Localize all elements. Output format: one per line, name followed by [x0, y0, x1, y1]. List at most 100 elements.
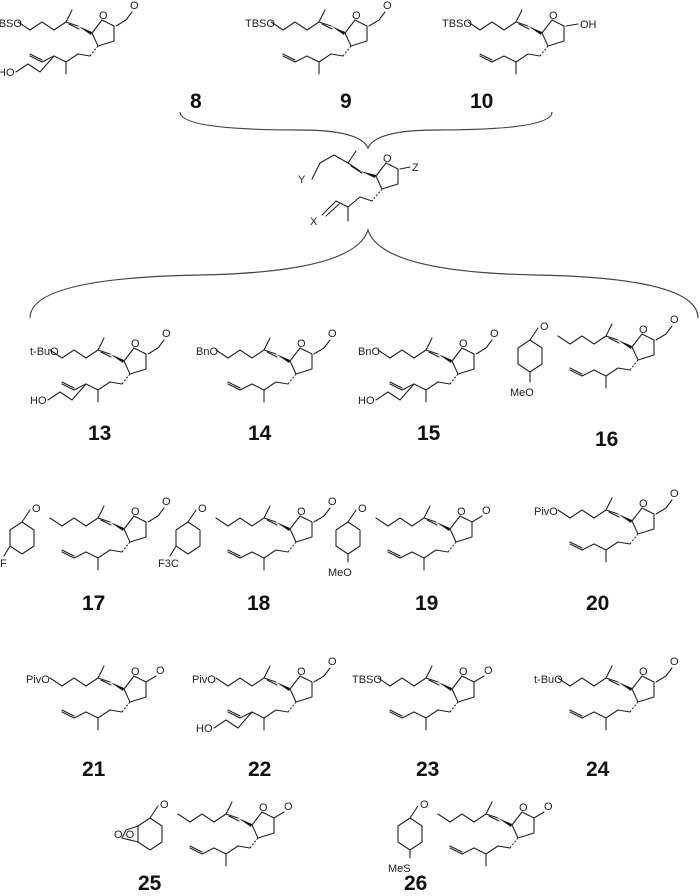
compound-15: BnO O O HO: [358, 328, 499, 407]
bottom-group-label: HO: [30, 395, 47, 407]
ring-oxygen-label: O: [352, 10, 361, 22]
compound-18: O F3C O O: [158, 496, 337, 571]
compound-23: TBSO O O: [352, 665, 493, 731]
compound-16: O MeO O O: [510, 314, 679, 399]
ring-oxygen-label: O: [297, 506, 306, 518]
ether-oxygen-label: O: [540, 321, 549, 333]
compound-number: 26: [404, 872, 427, 895]
compound-21: PivO O O: [26, 665, 165, 731]
compound-8: TBSO O O HO: [0, 0, 139, 79]
left-group-label: TBSO: [0, 18, 22, 30]
compound-number: 18: [247, 592, 271, 615]
left-group-label: PivO: [192, 674, 216, 686]
ether-oxygen-label: O: [358, 503, 367, 515]
right-group-label: O: [484, 665, 493, 677]
right-group-label: O: [670, 488, 679, 500]
compound-number: 20: [586, 592, 609, 615]
compound-number: 13: [88, 422, 111, 445]
compound-number: 9: [340, 90, 352, 113]
right-group-label: OH: [580, 19, 597, 31]
right-group-label: O: [670, 314, 679, 326]
aryl-substituent-label: MeO: [510, 387, 534, 399]
bottom-group-label: HO: [196, 723, 213, 735]
ring-oxygen-label: O: [259, 802, 268, 814]
right-group-label: O: [328, 496, 337, 508]
compound-14: BnO O O: [196, 328, 337, 403]
aryl-substituent-label: F: [0, 558, 7, 570]
ring-oxygen-label: O: [131, 506, 140, 518]
compound-number: 22: [248, 758, 271, 781]
ring-oxygen-label: O: [459, 338, 468, 350]
left-group-label: TBSO: [245, 18, 275, 30]
compound-22: PivO O O HO: [192, 656, 337, 735]
left-group-label: PivO: [26, 674, 50, 686]
general-structure: Y O Z X: [298, 150, 419, 228]
compound-24: t-BuO O O: [534, 656, 679, 731]
compound-19: O MeO O O: [328, 503, 491, 579]
compound-26: O MeS O O: [388, 799, 553, 875]
compound-20: PivO O O: [534, 488, 679, 563]
ring-oxygen-label: O: [639, 666, 648, 678]
y-label: Y: [298, 174, 306, 186]
right-group-label: O: [383, 0, 392, 12]
compound-number: 15: [417, 422, 441, 445]
right-group-label: O: [130, 0, 139, 12]
ring-oxygen-label: O: [639, 498, 648, 510]
ring-oxygen-label: O: [383, 153, 392, 165]
aryl-substituent-label: O O: [114, 829, 135, 841]
z-label: Z: [412, 162, 419, 174]
ring-oxygen-label: O: [639, 324, 648, 336]
compound-number: 16: [595, 428, 618, 451]
left-group-label: BnO: [358, 346, 380, 358]
right-group-label: O: [670, 656, 679, 668]
compound-number: 19: [415, 592, 438, 615]
branch-brace: [29, 227, 699, 319]
ring-oxygen-label: O: [297, 666, 306, 678]
x-label: X: [310, 216, 318, 228]
ether-oxygen-label: O: [160, 799, 169, 811]
compound-number: 25: [138, 872, 162, 895]
aryl-substituent-label: MeO: [328, 567, 352, 579]
ether-oxygen-label: O: [420, 799, 429, 811]
compound-9: TBSO O O: [245, 0, 392, 75]
right-group-label: O: [162, 496, 171, 508]
ring-oxygen-label: O: [519, 802, 528, 814]
compound-number: 17: [82, 592, 105, 615]
right-group-label: O: [544, 801, 553, 813]
bottom-group-label: HO: [0, 67, 15, 79]
ring-oxygen-label: O: [99, 10, 108, 22]
compound-number: 23: [416, 758, 439, 781]
left-group-label: TBSO: [352, 674, 382, 686]
right-group-label: O: [482, 505, 491, 517]
ring-oxygen-label: O: [457, 506, 466, 518]
left-group-label: BnO: [196, 346, 218, 358]
right-group-label: O: [328, 328, 337, 340]
compound-10: TBSO O OH: [442, 9, 597, 75]
ring-oxygen-label: O: [549, 10, 558, 22]
compound-13: t-BuO O O HO: [30, 328, 171, 407]
ether-oxygen-label: O: [198, 503, 207, 515]
compound-25: O O O O O: [114, 799, 293, 867]
merge-brace: [179, 111, 553, 150]
right-group-label: O: [490, 328, 499, 340]
bottom-group-label: HO: [358, 395, 375, 407]
left-group-label: PivO: [534, 506, 558, 518]
left-group-label: TBSO: [442, 18, 472, 30]
right-group-label: O: [156, 665, 165, 677]
aryl-substituent-label: F3C: [158, 558, 179, 570]
right-group-label: O: [162, 328, 171, 340]
ring-oxygen-label: O: [297, 338, 306, 350]
right-group-label: O: [284, 801, 293, 813]
ether-oxygen-label: O: [32, 503, 41, 515]
compound-number: 10: [470, 90, 493, 113]
left-group-label: t-BuO: [534, 674, 563, 686]
ring-oxygen-label: O: [459, 666, 468, 678]
ring-oxygen-label: O: [131, 338, 140, 350]
compound-number: 14: [248, 422, 272, 445]
right-group-label: O: [328, 656, 337, 668]
left-group-label: t-BuO: [30, 346, 59, 358]
compound-number: 24: [586, 758, 610, 781]
compound-17: O F O O: [0, 496, 171, 571]
compound-number: 21: [82, 758, 106, 781]
